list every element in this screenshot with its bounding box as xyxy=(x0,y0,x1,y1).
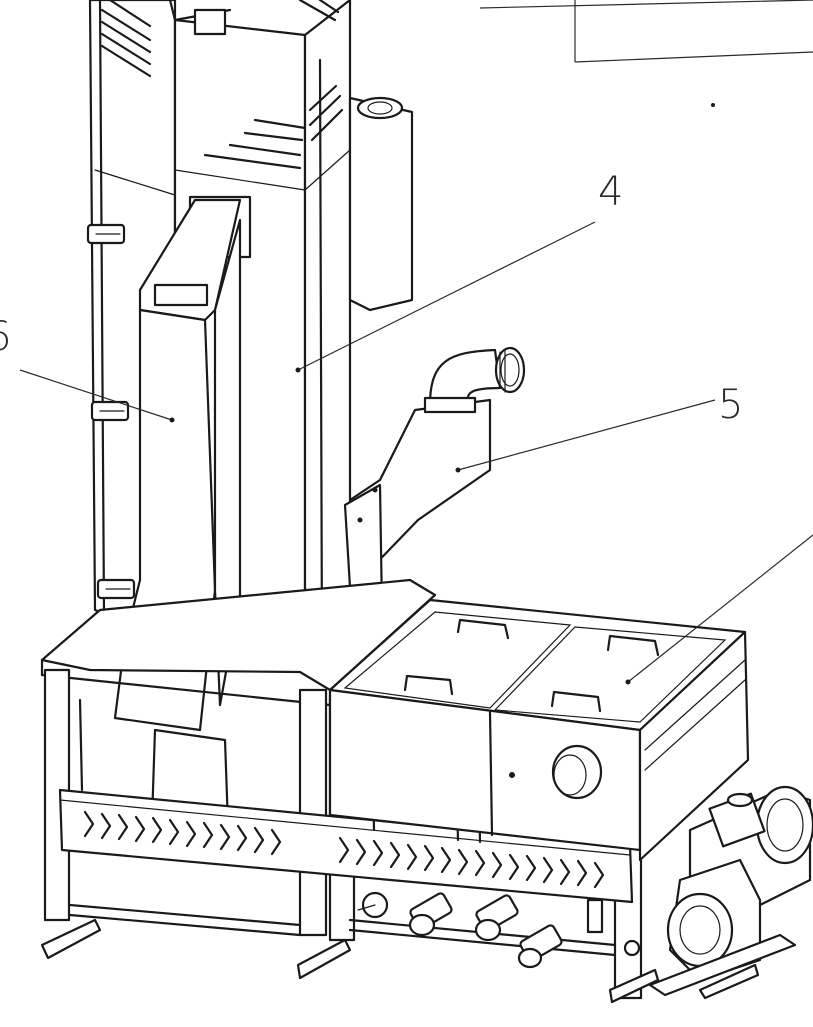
door-hinges xyxy=(86,223,136,600)
tank xyxy=(328,598,750,862)
top-leader-lines xyxy=(479,0,813,107)
callout-6: 6 xyxy=(0,314,11,360)
vent-chevrons-left xyxy=(83,810,282,856)
leader-lines xyxy=(19,221,813,685)
callout-5: 5 xyxy=(718,382,743,428)
callout-4: 4 xyxy=(598,169,623,215)
bottom-fittings xyxy=(357,891,641,969)
vent-chevrons-right xyxy=(338,836,605,889)
pump-motor xyxy=(648,785,813,997)
inlet-pipe xyxy=(343,346,526,622)
side-duct xyxy=(348,96,414,312)
